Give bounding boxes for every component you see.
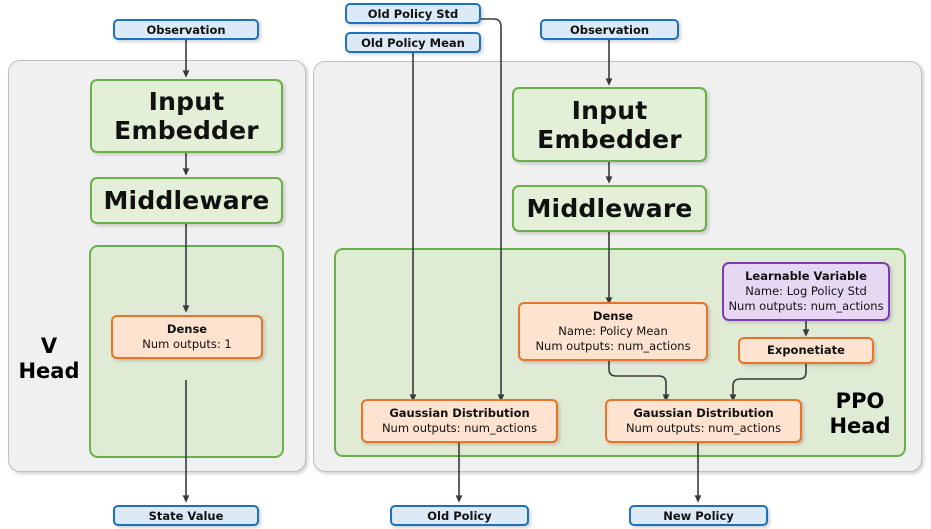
input-old-policy-mean-label: Old Policy Mean [361, 35, 465, 50]
input-old-policy-std[interactable]: Old Policy Std [345, 3, 481, 24]
ppo-head-dense-name: Name: Policy Mean [558, 324, 668, 338]
input-observation-ppo-label: Observation [569, 22, 650, 37]
v-head-dense[interactable]: Dense Num outputs: 1 [111, 315, 263, 359]
input-old-policy-mean[interactable]: Old Policy Mean [345, 32, 481, 53]
learnable-variable-log-policy-std[interactable]: Learnable Variable Name: Log Policy Std … [722, 262, 890, 321]
gaussian-old-num-outputs: Num outputs: num_actions [381, 421, 538, 435]
ppo-head-dense-title: Dense [592, 309, 634, 323]
output-state-value[interactable]: State Value [113, 505, 259, 526]
v-head-middleware[interactable]: Middleware [90, 177, 283, 224]
v-head-input-embedder[interactable]: Input Embedder [90, 79, 283, 153]
output-new-policy-label: New Policy [663, 508, 734, 523]
input-observation-ppo[interactable]: Observation [540, 19, 679, 40]
ppo-head-label-line1: PPO [835, 389, 885, 413]
gaussian-old-title: Gaussian Distribution [389, 406, 530, 420]
ppo-head-group-label: PPO Head [820, 389, 900, 439]
gaussian-new-num-outputs: Num outputs: num_actions [625, 421, 782, 435]
v-head-middleware-label: Middleware [103, 186, 270, 215]
ppo-head-label-line2: Head [829, 414, 891, 438]
ppo-head-input-embedder-label: Input Embedder [537, 95, 682, 154]
input-observation-v-label: Observation [146, 22, 226, 37]
output-state-value-label: State Value [148, 508, 224, 523]
output-old-policy-label: Old Policy [427, 508, 492, 523]
exponetiate-label: Exponetiate [767, 343, 845, 357]
v-head-label-line2: Head [18, 359, 80, 383]
output-new-policy[interactable]: New Policy [629, 505, 768, 526]
gaussian-distribution-old[interactable]: Gaussian Distribution Num outputs: num_a… [361, 399, 558, 443]
ppo-head-dense-policy-mean[interactable]: Dense Name: Policy Mean Num outputs: num… [518, 302, 708, 361]
ppo-head-middleware-label: Middleware [526, 194, 693, 223]
input-observation-v[interactable]: Observation [113, 19, 259, 40]
v-head-dense-num-outputs: Num outputs: 1 [142, 337, 232, 351]
learnable-variable-name: Name: Log Policy Std [745, 284, 867, 298]
ppo-head-middleware[interactable]: Middleware [512, 185, 707, 232]
learnable-variable-num-outputs: Num outputs: num_actions [728, 299, 884, 313]
ppo-head-dense-num-outputs: Num outputs: num_actions [535, 339, 691, 353]
v-head-label-line1: V [40, 334, 58, 358]
gaussian-new-title: Gaussian Distribution [633, 406, 774, 420]
exponetiate-block[interactable]: Exponetiate [738, 337, 874, 364]
v-head-dense-title: Dense [166, 322, 208, 336]
input-old-policy-std-label: Old Policy Std [367, 6, 459, 21]
v-head-group-label: V Head [14, 334, 84, 384]
ppo-head-input-embedder[interactable]: Input Embedder [512, 87, 707, 162]
v-head-input-embedder-label: Input Embedder [114, 87, 259, 145]
output-old-policy[interactable]: Old Policy [390, 505, 529, 526]
gaussian-distribution-new[interactable]: Gaussian Distribution Num outputs: num_a… [605, 399, 802, 443]
learnable-variable-title: Learnable Variable [745, 269, 867, 283]
